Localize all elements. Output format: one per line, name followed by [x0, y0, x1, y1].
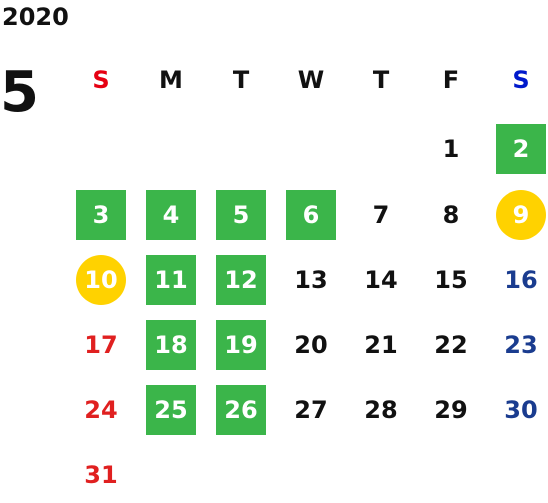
- date-cell-31[interactable]: 31: [84, 461, 118, 489]
- date-cell-3[interactable]: 3: [76, 190, 126, 240]
- weekday-header-mon: M: [159, 66, 183, 94]
- date-cell-17[interactable]: 17: [84, 331, 118, 359]
- weekday-header-thu: T: [372, 66, 390, 94]
- weekday-header-sun: S: [92, 66, 110, 94]
- calendar-month: 5: [0, 60, 39, 125]
- weekday-header-fri: F: [442, 66, 460, 94]
- weekday-header-tue: T: [232, 66, 250, 94]
- date-cell-28[interactable]: 28: [364, 396, 398, 424]
- date-cell-13[interactable]: 13: [294, 266, 328, 294]
- date-cell-18[interactable]: 18: [146, 320, 196, 370]
- date-cell-23[interactable]: 23: [504, 331, 538, 359]
- date-cell-8[interactable]: 8: [442, 201, 460, 229]
- date-cell-1[interactable]: 1: [442, 135, 460, 163]
- date-cell-27[interactable]: 27: [294, 396, 328, 424]
- date-cell-25[interactable]: 25: [146, 385, 196, 435]
- date-cell-2[interactable]: 2: [496, 124, 546, 174]
- date-cell-24[interactable]: 24: [84, 396, 118, 424]
- calendar-year: 2020: [2, 3, 69, 31]
- date-cell-14[interactable]: 14: [364, 266, 398, 294]
- date-cell-6[interactable]: 6: [286, 190, 336, 240]
- date-cell-21[interactable]: 21: [364, 331, 398, 359]
- date-cell-15[interactable]: 15: [434, 266, 468, 294]
- date-cell-20[interactable]: 20: [294, 331, 328, 359]
- date-cell-22[interactable]: 22: [434, 331, 468, 359]
- date-cell-16[interactable]: 16: [504, 266, 538, 294]
- weekday-header-sat: S: [512, 66, 530, 94]
- date-cell-5[interactable]: 5: [216, 190, 266, 240]
- date-cell-29[interactable]: 29: [434, 396, 468, 424]
- weekday-header-wed: W: [297, 66, 325, 94]
- date-cell-9[interactable]: 9: [496, 190, 546, 240]
- date-cell-11[interactable]: 11: [146, 255, 196, 305]
- date-cell-4[interactable]: 4: [146, 190, 196, 240]
- date-cell-26[interactable]: 26: [216, 385, 266, 435]
- date-cell-30[interactable]: 30: [504, 396, 538, 424]
- date-cell-12[interactable]: 12: [216, 255, 266, 305]
- date-cell-7[interactable]: 7: [372, 201, 390, 229]
- date-cell-19[interactable]: 19: [216, 320, 266, 370]
- date-cell-10[interactable]: 10: [76, 255, 126, 305]
